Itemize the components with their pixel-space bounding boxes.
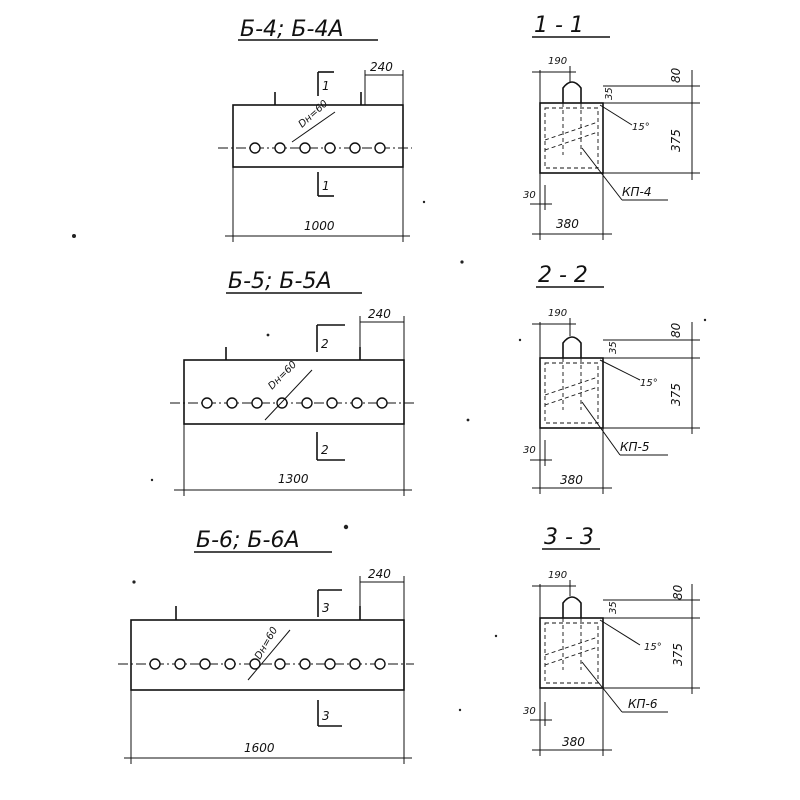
hole (224, 658, 236, 670)
lifting-loop (562, 596, 582, 618)
hole (251, 397, 263, 409)
dim-loop-offset: 190 (548, 308, 567, 319)
rebar-cage (544, 362, 599, 424)
hole-row (201, 397, 388, 409)
hole (324, 658, 336, 670)
dim-length: 1300 (278, 472, 309, 486)
hole (349, 142, 361, 154)
dim-top: 240 (370, 60, 393, 74)
angle-label: 15° (640, 378, 658, 389)
angle-label: 15° (644, 642, 662, 653)
lifting-loop (562, 336, 582, 358)
scan-noise (72, 200, 707, 712)
dim-inset: 35 (608, 601, 619, 614)
hole (276, 397, 288, 409)
hole (274, 142, 286, 154)
dim-top: 80 (669, 322, 683, 338)
section-mark: 1 (322, 79, 330, 93)
beam-body (130, 619, 405, 691)
beam-elevation-b6: Б-6; Б-6А Dн=60 3 3 240 (118, 528, 414, 764)
rebar-cage (544, 622, 599, 684)
dim-length: 1600 (244, 741, 275, 755)
cross-section-2-2: 2 - 2 15° 80 375 35 190 380 30 КП-5 (523, 263, 700, 494)
cross-section-3-3: 3 - 3 15° 80 375 35 190 380 30 КП-6 (523, 525, 700, 756)
dim-top: 240 (368, 567, 391, 581)
dim-width: 380 (562, 735, 585, 749)
hole (201, 397, 213, 409)
hole (249, 142, 261, 154)
plate-label: КП-4 (622, 185, 652, 199)
section-outline (539, 357, 604, 429)
dim-top: 240 (368, 307, 391, 321)
section-mark: 2 (321, 443, 329, 457)
dim-width: 380 (560, 473, 583, 487)
section-mark: 1 (322, 179, 330, 193)
dim-side: 30 (523, 190, 536, 201)
hole (351, 397, 363, 409)
beam-body (183, 359, 405, 425)
dim-inset: 35 (608, 341, 619, 354)
section-outline (539, 102, 604, 174)
hole (299, 658, 311, 670)
hole (376, 397, 388, 409)
hole-row (249, 142, 386, 154)
dim-side: 30 (523, 706, 536, 717)
section-outline (539, 617, 604, 689)
rebar-cage (544, 107, 599, 169)
hole-diameter-label: Dн=60 (253, 625, 280, 661)
hole (249, 658, 261, 670)
beam-title: Б-5; Б-5А (228, 269, 332, 294)
hole-row (149, 658, 386, 670)
lifting-loop (562, 81, 582, 103)
section-title: 1 - 1 (534, 13, 584, 38)
dim-width: 380 (556, 217, 579, 231)
dim-inset: 35 (604, 87, 615, 100)
beam-elevation-b5: Б-5; Б-5А Dн=60 2 2 240 1300 (170, 269, 414, 496)
dim-loop-offset: 190 (548, 56, 567, 67)
dim-top: 80 (669, 67, 683, 83)
section-title: 2 - 2 (538, 263, 588, 288)
hole (149, 658, 161, 670)
hole (301, 397, 313, 409)
dim-height: 375 (669, 383, 683, 406)
beam-body (232, 104, 404, 168)
beam-title: Б-4; Б-4А (240, 17, 344, 42)
hole (226, 397, 238, 409)
angle-label: 15° (632, 122, 650, 133)
dim-height: 375 (669, 129, 683, 152)
section-mark: 3 (322, 601, 330, 615)
dim-height: 375 (671, 643, 685, 666)
beam-title: Б-6; Б-6А (196, 528, 300, 553)
hole (324, 142, 336, 154)
cross-section-1-1: 1 - 1 15° 80 375 35 190 380 30 КП (523, 13, 700, 240)
section-mark: 3 (322, 709, 330, 723)
hole (174, 658, 186, 670)
hole (374, 142, 386, 154)
dim-loop-offset: 190 (548, 570, 567, 581)
section-title: 3 - 3 (544, 525, 594, 550)
hole (326, 397, 338, 409)
plate-label: КП-5 (620, 440, 650, 454)
hole (199, 658, 211, 670)
hole (374, 658, 386, 670)
beam-elevation-b4: Б-4; Б-4А Dн=60 1 1 240 1000 (218, 17, 412, 242)
hole (299, 142, 311, 154)
plate-label: КП-6 (628, 697, 658, 711)
section-mark: 2 (321, 337, 329, 351)
hole (274, 658, 286, 670)
hole-diameter-label: Dн=60 (266, 359, 299, 392)
dim-side: 30 (523, 445, 536, 456)
hole (349, 658, 361, 670)
dim-length: 1000 (304, 219, 335, 233)
dim-top: 80 (671, 584, 685, 600)
hole-diameter-label: Dн=60 (297, 98, 331, 130)
